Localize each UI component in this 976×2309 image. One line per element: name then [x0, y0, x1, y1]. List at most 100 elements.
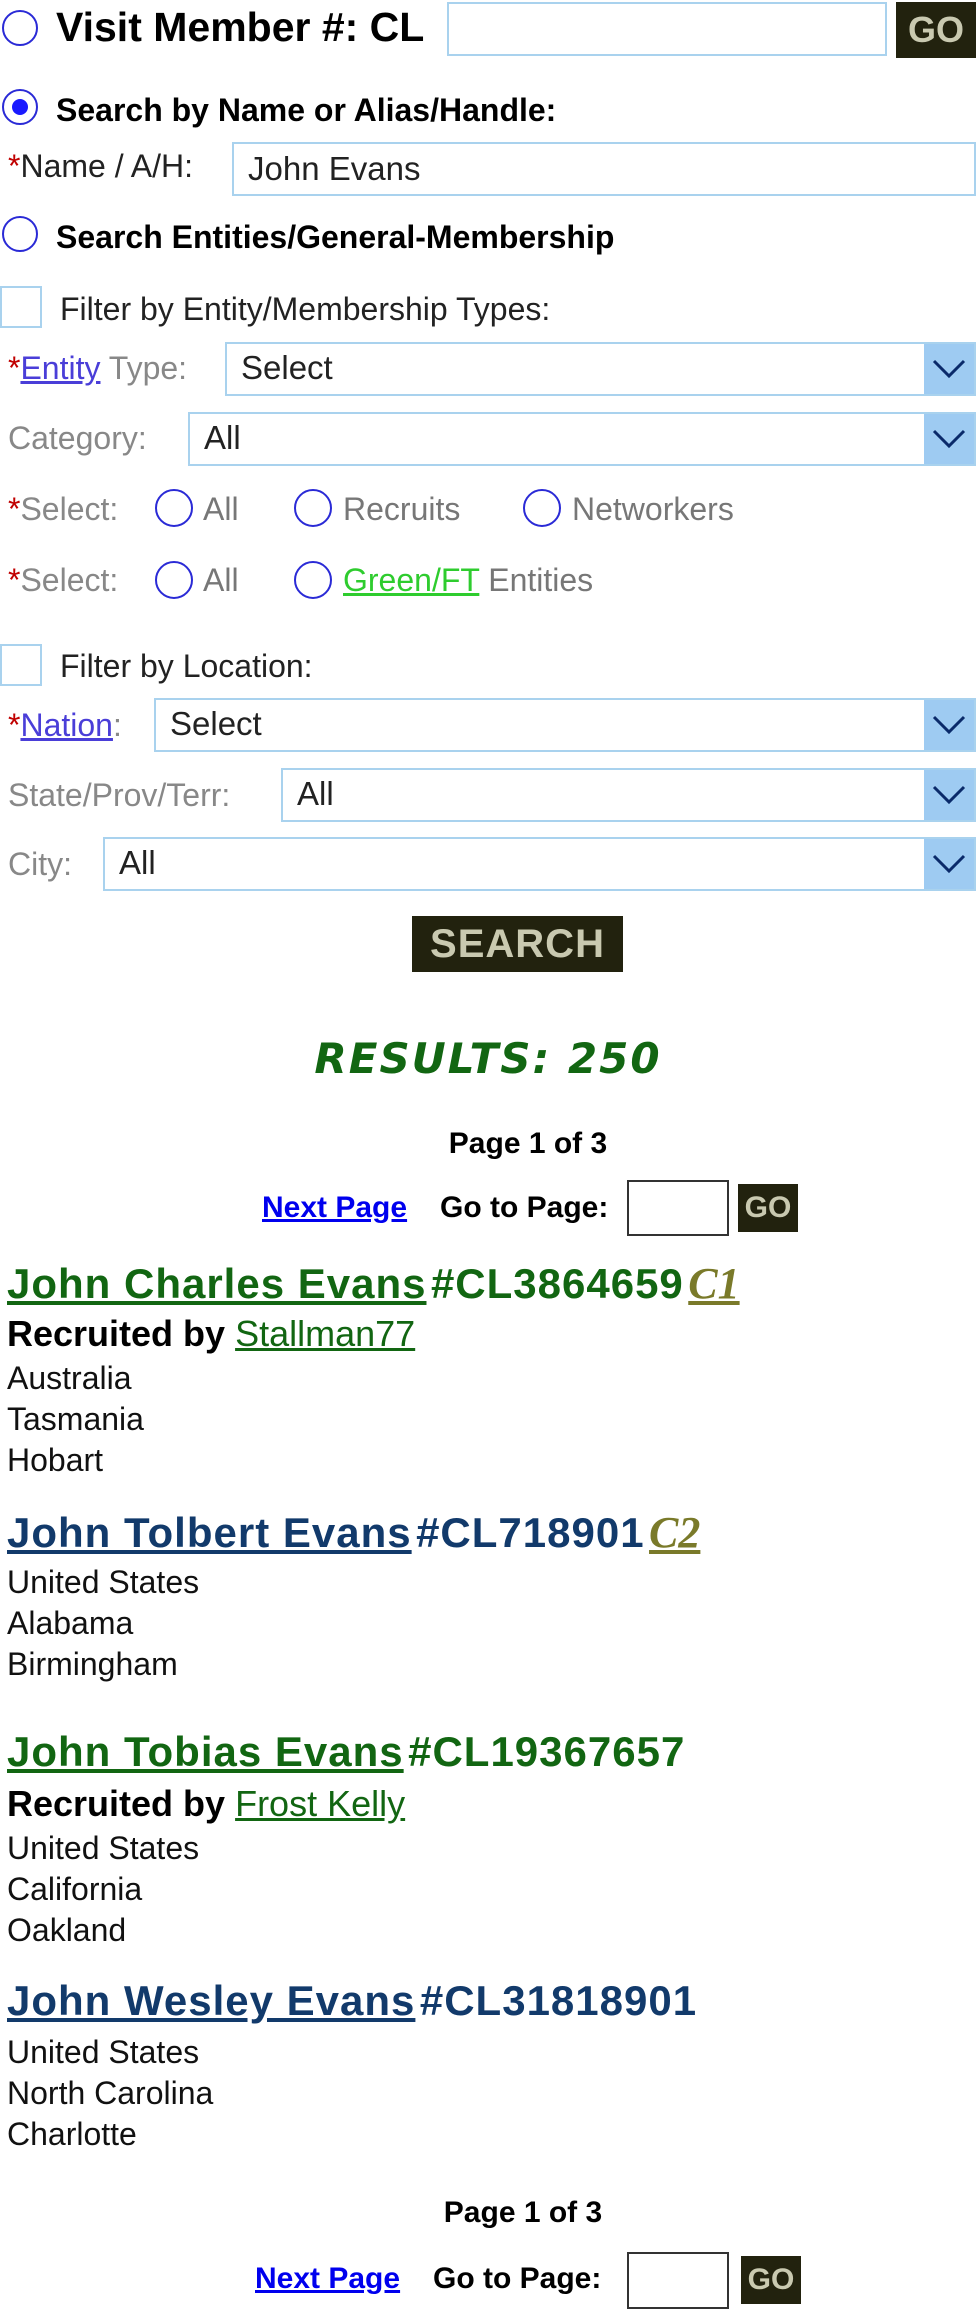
select1-all-radio[interactable]: [155, 489, 193, 527]
chevron-down-icon[interactable]: [924, 414, 974, 464]
filter-entity-label: Filter by Entity/Membership Types:: [60, 291, 551, 327]
member-location: United States Alabama Birmingham: [7, 1562, 199, 1685]
name-field-label-text: Name / A/H:: [20, 148, 193, 184]
member-location: United States North Carolina Charlotte: [7, 2032, 213, 2155]
state-select[interactable]: All: [281, 768, 976, 822]
state-value: All: [297, 775, 334, 812]
required-marker: *: [8, 562, 21, 598]
nation-link[interactable]: Nation: [20, 707, 113, 743]
entity-type-value: Select: [241, 349, 333, 386]
member-name-link[interactable]: John Tobias Evans: [7, 1728, 404, 1775]
recruited-by-prefix: Recruited by: [7, 1783, 226, 1824]
member-id: #CL718901: [416, 1509, 645, 1556]
member-rank-link[interactable]: C2: [649, 1508, 701, 1557]
visit-member-radio[interactable]: [2, 10, 38, 46]
required-marker: *: [8, 350, 21, 386]
name-field-label: *Name / A/H:: [8, 148, 193, 185]
member-state: Alabama: [7, 1605, 134, 1641]
city-value: All: [119, 844, 156, 881]
member-location: Australia Tasmania Hobart: [7, 1358, 144, 1481]
goto-page-label-bottom: Go to Page:: [433, 2262, 602, 2295]
member-id: #CL31818901: [419, 1977, 698, 2024]
chevron-down-icon[interactable]: [924, 700, 974, 750]
visit-member-input[interactable]: [447, 2, 887, 56]
green-ft-link[interactable]: Green/FT: [343, 562, 480, 598]
member-state: North Carolina: [7, 2075, 214, 2111]
member-card: John Wesley Evans #CL31818901: [7, 1977, 697, 2025]
required-marker: *: [8, 148, 21, 184]
required-marker: *: [8, 491, 21, 527]
member-state: Tasmania: [7, 1401, 144, 1437]
goto-page-input[interactable]: [627, 1180, 729, 1236]
select1-label-text: Select:: [20, 491, 119, 527]
member-location: United States California Oakland: [7, 1828, 199, 1951]
chevron-down-icon[interactable]: [924, 770, 974, 820]
filter-location-checkbox[interactable]: [0, 644, 42, 686]
chevron-down-icon[interactable]: [924, 839, 974, 889]
member-name-link[interactable]: John Wesley Evans: [7, 1977, 416, 2024]
nation-select[interactable]: Select: [154, 698, 976, 752]
entity-type-label-rest: Type:: [100, 350, 188, 386]
select2-green-radio[interactable]: [294, 561, 332, 599]
member-city: Oakland: [7, 1912, 127, 1948]
member-state: California: [7, 1871, 143, 1907]
member-card: John Charles Evans #CL3864659 C1: [7, 1258, 740, 1309]
city-select[interactable]: All: [103, 837, 976, 891]
recruiter-link[interactable]: Frost Kelly: [235, 1783, 406, 1824]
search-by-name-label: Search by Name or Alias/Handle:: [56, 92, 557, 128]
nation-label: *Nation:: [8, 707, 122, 744]
goto-page-label: Go to Page:: [440, 1191, 609, 1224]
member-city: Charlotte: [7, 2116, 137, 2152]
member-country: Australia: [7, 1360, 132, 1396]
category-select[interactable]: All: [188, 412, 976, 466]
member-rank-link[interactable]: C1: [688, 1259, 740, 1308]
select1-all-label: All: [203, 491, 239, 527]
member-city: Birmingham: [7, 1646, 178, 1682]
page-indicator-bottom: Page 1 of 3: [443, 2196, 603, 2229]
select2-green-label: Green/FT Entities: [343, 562, 593, 599]
goto-go-button-bottom[interactable]: GO: [741, 2256, 801, 2304]
recruited-by: Recruited by Frost Kelly: [7, 1783, 405, 1825]
select1-recruits-radio[interactable]: [294, 489, 332, 527]
member-city: Hobart: [7, 1442, 104, 1478]
state-label: State/Prov/Terr:: [8, 777, 231, 813]
member-id: #CL3864659: [430, 1260, 684, 1307]
goto-go-button[interactable]: GO: [738, 1184, 798, 1232]
entity-link[interactable]: Entity: [20, 350, 101, 386]
results-title: RESULTS: 250: [314, 1034, 662, 1083]
name-input[interactable]: [232, 142, 976, 196]
page-indicator: Page 1 of 3: [448, 1127, 608, 1160]
goto-page-input-bottom[interactable]: [627, 2252, 729, 2309]
required-marker: *: [8, 707, 21, 743]
select2-all-label: All: [203, 562, 239, 598]
filter-entity-checkbox[interactable]: [0, 286, 42, 328]
select1-networkers-radio[interactable]: [523, 489, 561, 527]
recruiter-link[interactable]: Stallman77: [235, 1313, 416, 1354]
chevron-down-icon[interactable]: [924, 344, 974, 394]
search-entities-radio[interactable]: [2, 216, 38, 252]
select2-label-text: Select:: [20, 562, 119, 598]
visit-go-button[interactable]: GO: [896, 2, 976, 58]
member-card: John Tolbert Evans #CL718901 C2: [7, 1507, 700, 1558]
member-country: United States: [7, 1564, 200, 1600]
select2-green-rest: Entities: [479, 562, 594, 598]
entity-type-select[interactable]: Select: [225, 342, 976, 396]
select1-label: *Select:: [8, 491, 118, 528]
select2-all-radio[interactable]: [155, 561, 193, 599]
search-by-name-radio[interactable]: [2, 89, 38, 125]
visit-member-label: Visit Member #: CL: [56, 4, 425, 50]
next-page-link-bottom[interactable]: Next Page: [255, 2262, 401, 2295]
member-country: United States: [7, 1830, 200, 1866]
search-button[interactable]: SEARCH: [412, 916, 623, 972]
member-country: United States: [7, 2034, 200, 2070]
category-value: All: [204, 419, 241, 456]
select2-label: *Select:: [8, 562, 118, 599]
member-id: #CL19367657: [408, 1728, 686, 1775]
entity-type-label: *Entity Type:: [8, 350, 187, 387]
recruited-by: Recruited by Stallman77: [7, 1313, 415, 1355]
next-page-link[interactable]: Next Page: [262, 1191, 408, 1224]
recruited-by-prefix: Recruited by: [7, 1313, 226, 1354]
member-name-link[interactable]: John Tolbert Evans: [7, 1509, 412, 1556]
member-name-link[interactable]: John Charles Evans: [7, 1260, 427, 1307]
member-card: John Tobias Evans #CL19367657: [7, 1728, 685, 1776]
